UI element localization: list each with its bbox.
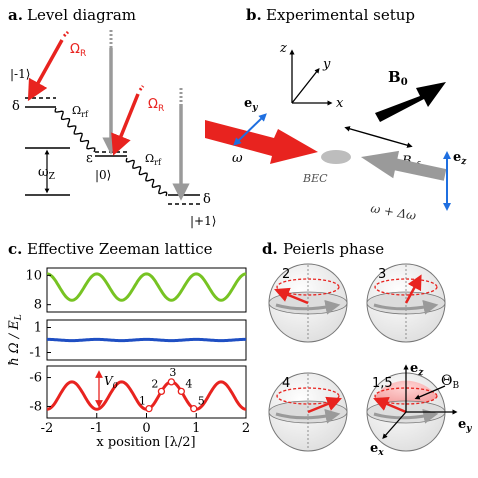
chart-ylabel: ħ Ω / EL [7,314,24,365]
panel-c-letter: c. [8,240,22,258]
x-tick-label-4: 2 [242,421,250,436]
panel-a-title: Level diagram [27,6,136,24]
omega-r-label-1: ΩR [70,42,86,59]
rf-coupling-1 [54,107,96,153]
lattice-point-5 [190,405,198,413]
y-tick-label-0-1: 10 [25,268,42,283]
delta-label-minus1: δ [12,99,20,114]
y-tick-label-1-1: 1 [34,321,42,336]
bloch-sphere-3: 3 [366,263,446,343]
omega-label: ω [232,151,243,166]
theta-b-label: ΘB [441,373,459,391]
lattice-point-3 [167,378,176,386]
omega-r-label-2: ΩR [148,97,164,114]
ey-polarization-arrow [233,113,267,146]
chart-series-3 [46,380,247,411]
sphere-label-2: 2 [282,267,290,282]
raman-arrow-2 [111,93,140,156]
raman-tail-1 [62,30,70,38]
omega-rf-label-1: Ωrf [72,104,89,119]
omega-z-label: ωZ [38,165,55,182]
rf-coupling-2 [125,157,168,197]
ey-label: ey [244,96,258,113]
panel-a-letter: a. [8,6,23,24]
sphere-label-1-5: 1,5 [372,376,393,391]
lattice-point-label-5: 5 [198,395,205,408]
ey-axis-label: ey [458,417,472,434]
x-tick-label-3: 1 [192,421,200,436]
level-zero-label: |0⟩ [95,168,111,182]
bloch-sphere-4: 4 [268,372,348,452]
raman-tail-2 [138,85,145,91]
panel-c-title: Effective Zeeman lattice [27,240,213,258]
lattice-point-4 [177,387,185,396]
lattice-point-label-2: 2 [151,377,158,390]
red-beam [205,120,318,164]
chart-series-2 [47,337,246,343]
ez-axis-label: ez [410,361,424,378]
sphere-label-4: 4 [282,376,290,391]
level-plus1-label: |+1⟩ [190,214,216,228]
panel-d: d. Peierls phase 2 3 [262,240,472,458]
chart-series-1 [46,272,247,302]
lattice-point-1 [145,405,153,413]
y-tick-label-1-0: -1 [29,346,42,361]
chart-frame-upper [46,267,247,313]
axis-y-label: y [322,57,331,72]
lattice-point-label-4: 4 [185,377,192,390]
raman-arrow-1 [27,39,64,102]
panel-b: b. Experimental setup z x y B0 Brf ω ey … [205,6,467,223]
axis-y-line [291,67,320,104]
axis-z-label: z [279,41,287,56]
panel-a: a. Level diagram ωZ |-1⟩ δ |0⟩ ε |+1⟩ δ … [8,6,216,228]
ex-axis-label: ex [370,441,384,458]
omega-rf-label-2: Ωrf [145,152,162,167]
panel-b-title: Experimental setup [266,6,415,24]
chart-xlabel: x position [λ/2] [96,435,195,450]
bloch-sphere-1-5: 1,5 ez ey ex ΘB [366,361,472,458]
x-tick-label-1: -1 [90,421,103,436]
y-tick-label-2-1: -6 [29,371,42,386]
b0-label: B0 [388,68,408,88]
x-tick-label-2: 0 [142,421,150,436]
gray-beam [360,150,447,181]
panel-b-letter: b. [246,6,262,24]
v0-label: V0 [104,374,118,390]
lattice-point-2 [157,387,166,396]
ez-label: ez [453,150,467,167]
y-tick-label-0-0: 8 [34,298,42,313]
brf-arrow [344,126,413,148]
sphere-label-3: 3 [378,267,386,282]
bec-cloud [321,150,351,164]
level-minus1-label: |-1⟩ [10,67,30,81]
panel-d-letter: d. [262,240,278,258]
delta-label-plus1: δ [203,192,211,207]
bec-label: BEC [302,172,328,185]
panel-c: c. Effective Zeeman lattice 810-11-8-6-2… [7,240,250,450]
y-tick-label-2-0: -8 [29,399,42,414]
b0-arrow [375,82,446,122]
x-tick-label-0: -2 [41,421,54,436]
epsilon-label: ε [86,151,93,166]
axis-x-label: x [336,96,344,111]
bloch-sphere-2: 2 [268,263,348,343]
omega-shift-label: ω + Δω [369,201,417,223]
panel-d-title: Peierls phase [283,240,384,258]
lattice-point-label-3: 3 [169,366,176,379]
lattice-point-label-1: 1 [139,395,146,408]
